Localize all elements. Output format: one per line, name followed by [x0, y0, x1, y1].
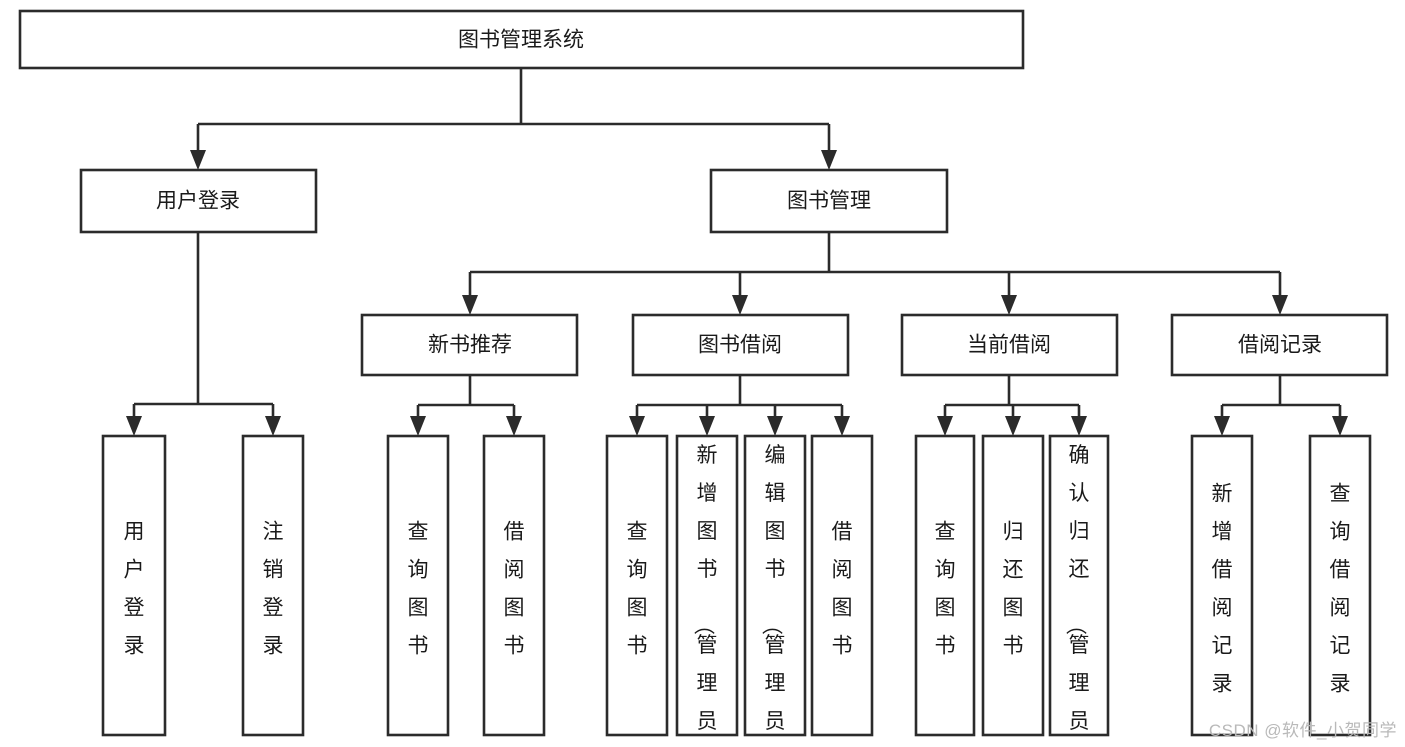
node-new-book-recommend-box[interactable] — [360, 313, 579, 377]
leaf-query-book-recommend[interactable]: 查询图书 — [386, 434, 450, 737]
node-borrow-record[interactable]: 借阅记录 — [1170, 313, 1389, 377]
node-user-login[interactable]: 用户登录 — [79, 168, 318, 234]
leaf-query-book-recommend-box[interactable] — [386, 434, 450, 737]
leaf-confirm-return-admin-box[interactable] — [1048, 434, 1110, 737]
arrow-current-borrow-leaf1 — [937, 416, 953, 436]
leaf-user-login-box[interactable] — [101, 434, 167, 737]
node-user-login-label: 用户登录 — [156, 190, 240, 213]
leaf-query-borrow-record-label: 查询借阅记录 — [1330, 482, 1351, 695]
leaf-query-book[interactable]: 查询图书 — [605, 434, 669, 737]
arrow-to-book-manage — [821, 150, 837, 170]
node-current-borrow-label: 当前借阅 — [967, 334, 1051, 357]
leaf-edit-book-admin-box[interactable] — [743, 434, 807, 737]
arrow-user-login-leaf1 — [126, 416, 142, 436]
arrow-new-book-leaf2 — [506, 416, 522, 436]
leaf-logout-label: 注销登录 — [263, 520, 284, 657]
node-current-borrow[interactable]: 当前借阅 — [900, 313, 1119, 377]
leaf-add-borrow-record-label: 新增借阅记录 — [1212, 482, 1233, 695]
leaf-borrow-book-box[interactable] — [810, 434, 874, 737]
leaf-borrow-book-recommend-label: 借阅图书 — [504, 520, 525, 657]
arrow-book-borrow-leaf1 — [629, 416, 645, 436]
leaf-return-book[interactable]: 归还图书 — [981, 434, 1045, 737]
arrow-current-borrow-leaf2 — [1005, 416, 1021, 436]
leaf-query-book-recommend-label: 查询图书 — [408, 520, 429, 657]
arrow-to-borrow-record — [1272, 295, 1288, 315]
leaf-return-book-box[interactable] — [981, 434, 1045, 737]
leaf-add-book-admin-box[interactable] — [675, 434, 739, 737]
arrow-book-borrow-leaf2 — [699, 416, 715, 436]
leaf-query-book-label: 查询图书 — [627, 520, 648, 657]
arrow-to-new-book — [462, 295, 478, 315]
node-current-borrow-box[interactable] — [900, 313, 1119, 377]
leaf-edit-book-admin-label: 编辑图书（管理员） — [760, 444, 786, 747]
arrow-book-borrow-leaf4 — [834, 416, 850, 436]
leaf-query-borrow-record[interactable]: 查询借阅记录 — [1308, 434, 1372, 737]
leaf-add-borrow-record[interactable]: 新增借阅记录 — [1190, 434, 1254, 737]
node-root[interactable]: 图书管理系统 — [18, 9, 1025, 70]
connector-group — [126, 68, 1348, 436]
leaf-logout-box[interactable] — [241, 434, 305, 737]
leaf-confirm-return-admin-label: 确认归还（管理员） — [1064, 444, 1090, 747]
arrow-borrow-record-leaf1 — [1214, 416, 1230, 436]
node-book-manage[interactable]: 图书管理 — [709, 168, 949, 234]
leaf-user-login-label: 用户登录 — [124, 520, 145, 657]
leaf-add-book-admin-label: 新增图书（管理员） — [692, 444, 718, 747]
arrow-user-login-leaf2 — [265, 416, 281, 436]
leaf-add-book-admin[interactable]: 新增图书（管理员） — [675, 434, 739, 747]
node-root-label: 图书管理系统 — [458, 29, 584, 52]
leaf-user-login[interactable]: 用户登录 — [101, 434, 167, 737]
leaf-query-book-current-label: 查询图书 — [935, 520, 956, 657]
node-user-login-box[interactable] — [79, 168, 318, 234]
arrow-book-borrow-leaf3 — [767, 416, 783, 436]
arrow-new-book-leaf1 — [410, 416, 426, 436]
node-book-borrow[interactable]: 图书借阅 — [631, 313, 850, 377]
leaf-return-book-label: 归还图书 — [1003, 520, 1024, 657]
node-book-borrow-label: 图书借阅 — [698, 334, 782, 357]
node-borrow-record-label: 借阅记录 — [1238, 334, 1322, 357]
node-book-manage-label: 图书管理 — [787, 190, 871, 213]
leaf-query-borrow-record-box[interactable] — [1308, 434, 1372, 737]
arrow-to-current-borrow — [1001, 295, 1017, 315]
node-book-borrow-box[interactable] — [631, 313, 850, 377]
leaf-query-book-box[interactable] — [605, 434, 669, 737]
arrow-borrow-record-leaf2 — [1332, 416, 1348, 436]
leaf-query-book-current-box[interactable] — [914, 434, 976, 737]
leaf-confirm-return-admin[interactable]: 确认归还（管理员） — [1048, 434, 1110, 747]
leaf-borrow-book-recommend[interactable]: 借阅图书 — [482, 434, 546, 737]
leaf-borrow-book-recommend-box[interactable] — [482, 434, 546, 737]
arrow-to-book-borrow — [732, 295, 748, 315]
node-borrow-record-box[interactable] — [1170, 313, 1389, 377]
leaf-borrow-book-label: 借阅图书 — [832, 520, 853, 657]
arrow-to-user-login — [190, 150, 206, 170]
leaf-logout[interactable]: 注销登录 — [241, 434, 305, 737]
arrow-current-borrow-leaf3 — [1071, 416, 1087, 436]
node-root-box[interactable] — [18, 9, 1025, 70]
node-new-book-recommend[interactable]: 新书推荐 — [360, 313, 579, 377]
node-new-book-recommend-label: 新书推荐 — [428, 334, 512, 357]
leaf-borrow-book[interactable]: 借阅图书 — [810, 434, 874, 737]
leaf-edit-book-admin[interactable]: 编辑图书（管理员） — [743, 434, 807, 747]
leaf-add-borrow-record-box[interactable] — [1190, 434, 1254, 737]
node-book-manage-box[interactable] — [709, 168, 949, 234]
leaf-query-book-current[interactable]: 查询图书 — [914, 434, 976, 737]
